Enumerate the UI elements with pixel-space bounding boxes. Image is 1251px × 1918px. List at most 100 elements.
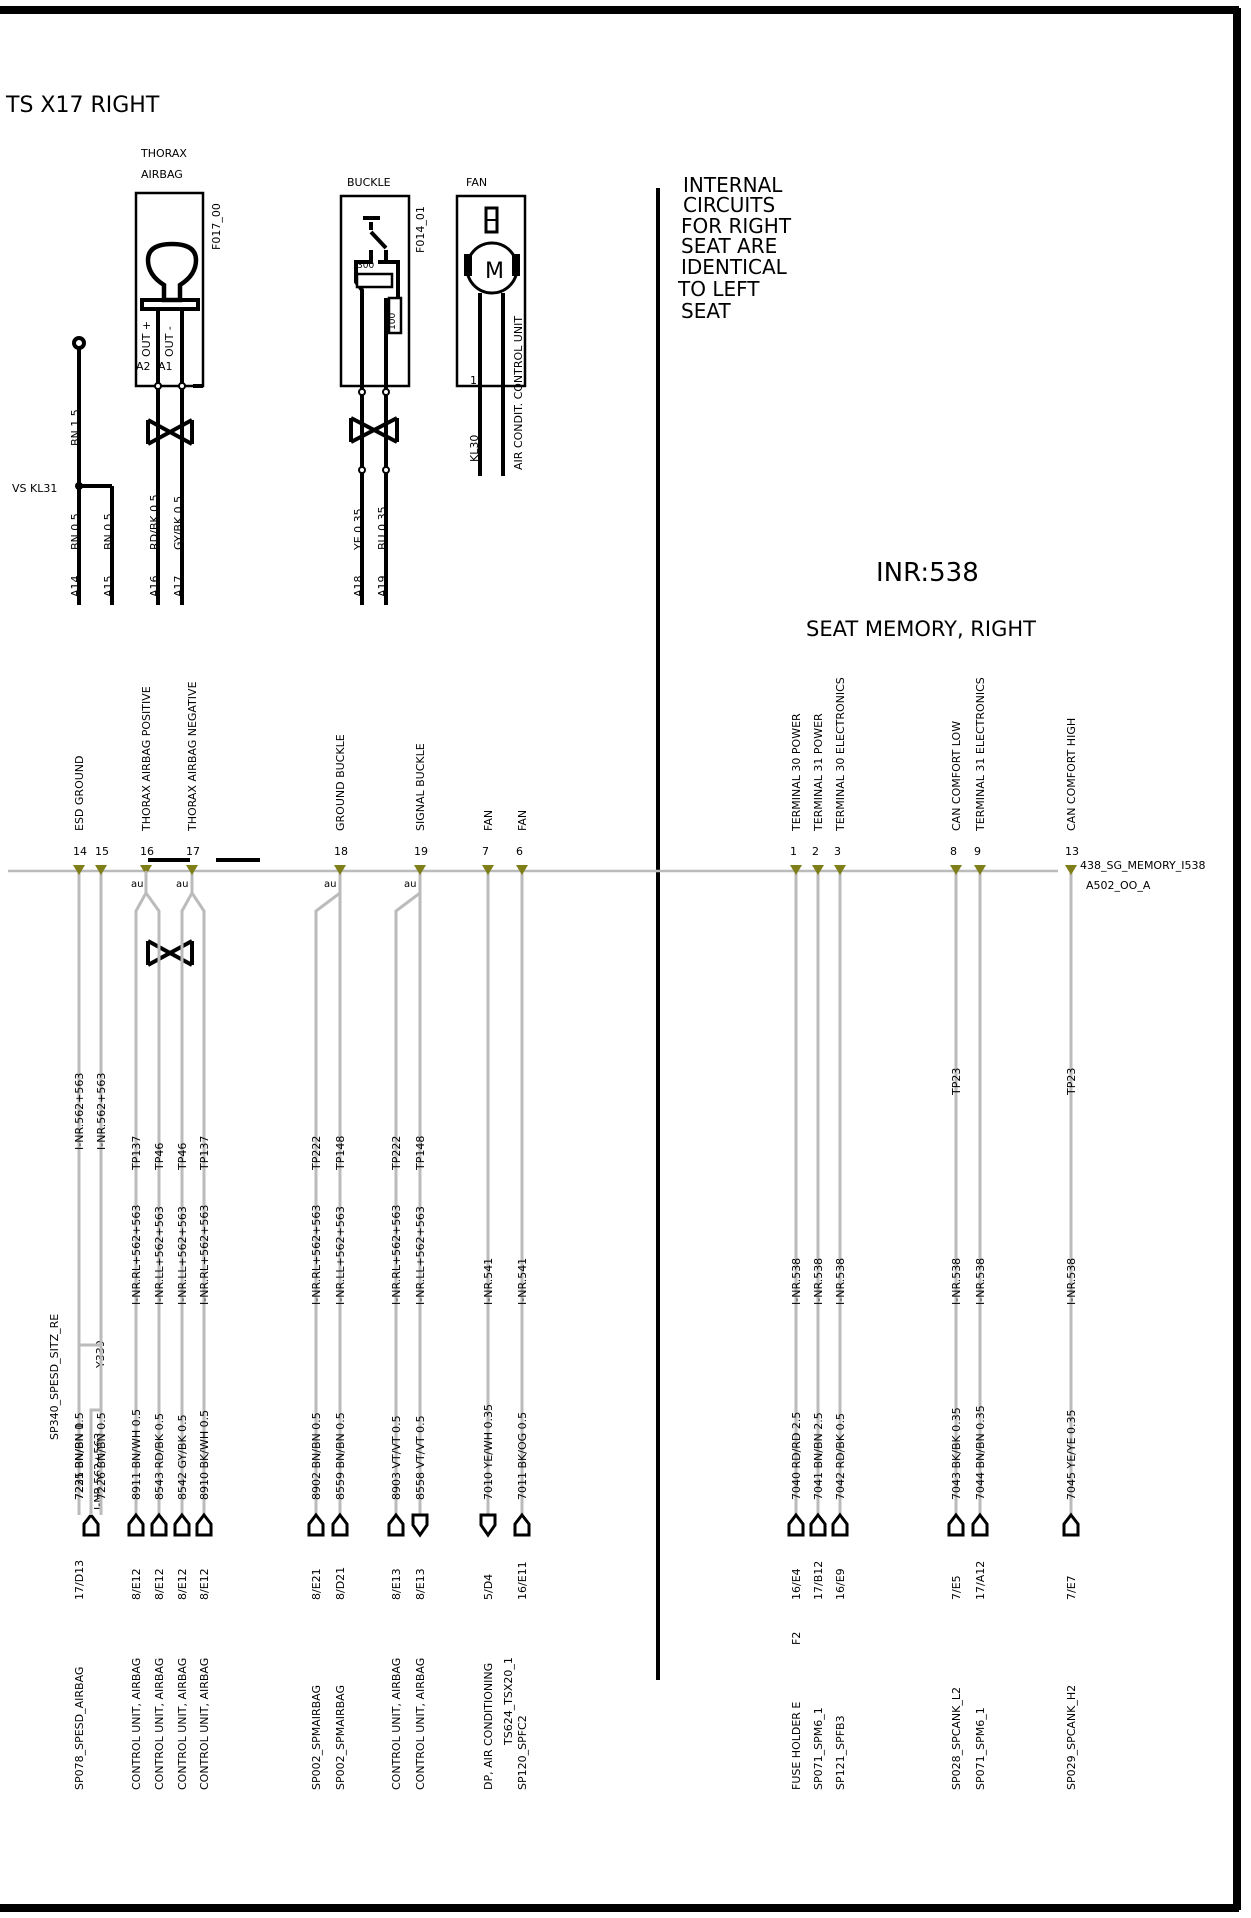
terminal-symbol xyxy=(971,1512,989,1537)
pin-function-label: FAN xyxy=(482,810,495,831)
location-label: 7/E5 xyxy=(950,1575,963,1600)
terminal-symbol xyxy=(831,1512,849,1537)
svg-text:au: au xyxy=(131,879,143,890)
destination-label: FUSE HOLDER E xyxy=(790,1702,803,1790)
harness-wire xyxy=(190,871,206,1515)
inr-label: I-NR.RL+562+563 xyxy=(130,1205,143,1305)
connector-sublabel: A502_OO_A xyxy=(1086,879,1151,892)
wire-label: 8910 BK/WH 0.5 xyxy=(198,1410,211,1500)
location-label: 17/B12 xyxy=(812,1561,825,1600)
inr-label: I-NR.LL+562+563 xyxy=(176,1206,189,1305)
svg-text:AIRBAG: AIRBAG xyxy=(141,168,183,181)
pin-function-label: TERMINAL 30 ELECTRONICS xyxy=(834,677,847,832)
wire-label: 8543 RD/BK 0.5 xyxy=(153,1413,166,1500)
destination-label: CONTROL UNIT, AIRBAG xyxy=(390,1658,403,1790)
svg-text:A1: A1 xyxy=(158,360,173,373)
svg-text:FAN: FAN xyxy=(466,176,487,189)
inr-label: I-NR.541 xyxy=(516,1258,529,1305)
pin-function-label: THORAX AIRBAG NEGATIVE xyxy=(186,681,199,832)
pin-function-label: TERMINAL 31 POWER xyxy=(812,713,825,832)
pin-marker xyxy=(790,865,802,875)
test-point-label: TP23 xyxy=(950,1068,963,1096)
test-point-label: TP46 xyxy=(153,1143,166,1171)
svg-text:BN 0.5: BN 0.5 xyxy=(102,513,115,550)
inr-label: I-NR.LL+562+563 xyxy=(334,1206,347,1305)
pin-marker xyxy=(414,865,426,875)
fan-component: FAN M 1 AIR CONDIT. CONTROL UNIT KL30 xyxy=(455,176,527,476)
svg-text:BN 1.5: BN 1.5 xyxy=(69,409,82,446)
svg-text:au: au xyxy=(324,879,336,890)
test-point-label: TP137 xyxy=(198,1136,211,1171)
terminal-symbol xyxy=(387,1512,405,1537)
wire-label: 7225 BN/BN 0.5 xyxy=(73,1412,86,1500)
pin-function-label: ESD GROUND xyxy=(73,756,86,831)
inr-label: I-NR.541 xyxy=(482,1258,495,1305)
svg-text:TO LEFT: TO LEFT xyxy=(677,277,760,301)
test-point-label: TP23 xyxy=(1065,1068,1078,1096)
location-label: 8/D21 xyxy=(334,1567,347,1600)
pin-marker xyxy=(73,865,85,875)
pin-marker xyxy=(834,865,846,875)
location-label: 8/E12 xyxy=(176,1568,189,1600)
inr-label: I-NR.538 xyxy=(812,1258,825,1305)
pin-number: 3 xyxy=(834,845,841,858)
twisted-pair-symbol xyxy=(146,939,194,967)
pin-marker xyxy=(482,865,494,875)
terminal-symbol xyxy=(82,1512,100,1537)
test-point-label: TP222 xyxy=(390,1136,403,1171)
svg-text:A14: A14 xyxy=(69,575,82,597)
buckle-component: BUCKLE 300 100 F014_01 xyxy=(339,176,427,388)
harness-wire xyxy=(144,871,161,1515)
wire-label: 8902 BN/BN 0.5 xyxy=(310,1412,323,1500)
wire-label-a19: BU 0.35 xyxy=(376,506,389,550)
terminal-symbol xyxy=(173,1512,191,1537)
destination-label: CONTROL UNIT, AIRBAG xyxy=(198,1658,211,1790)
splice-label: SP340_SPESD_SITZ_RE xyxy=(48,1314,61,1440)
destination-label: CONTROL UNIT, AIRBAG xyxy=(176,1658,189,1790)
pin-marker xyxy=(140,865,152,875)
destination-extra-label: F2 xyxy=(790,1632,803,1645)
svg-text:au: au xyxy=(176,879,188,890)
pin-marker xyxy=(1065,865,1077,875)
page-title: TS X17 RIGHT xyxy=(5,93,160,118)
destination-label: SP121_SPFB3 xyxy=(834,1715,847,1790)
connector-label: 438_SG_MEMORY_I538 xyxy=(1080,859,1206,872)
pin-marker xyxy=(950,865,962,875)
pin-function-label: SIGNAL BUCKLE xyxy=(414,743,427,831)
a-pin-labels: A14 A15 A16 A17 A18 A19 xyxy=(69,575,389,597)
inr-label: I-NR.538 xyxy=(974,1258,987,1305)
svg-text:A2: A2 xyxy=(136,360,151,373)
wire-label: 7042 RD/BK 0.5 xyxy=(834,1413,847,1500)
pin-function-label: TERMINAL 31 ELECTRONICS xyxy=(974,677,987,832)
upper-wire-bundle xyxy=(146,386,399,605)
pin-marker xyxy=(95,865,107,875)
pin-number: 1 xyxy=(790,845,797,858)
terminal-symbol xyxy=(479,1513,497,1538)
svg-text:BUCKLE: BUCKLE xyxy=(347,176,391,189)
pin-number: 2 xyxy=(812,845,819,858)
inr-label: I-NR.RL+562+563 xyxy=(390,1205,403,1305)
svg-text:1: 1 xyxy=(470,374,477,387)
destination-label: CONTROL UNIT, AIRBAG xyxy=(414,1658,427,1790)
svg-text:THORAX: THORAX xyxy=(140,147,187,160)
pin-function-label: GROUND BUCKLE xyxy=(334,734,347,831)
thorax-airbag-component: THORAX AIRBAG F017_00 OUT + OUT - A2 A1 xyxy=(134,147,223,388)
terminal-symbol xyxy=(411,1513,429,1538)
svg-text:A15: A15 xyxy=(102,575,115,597)
terminal-symbol xyxy=(513,1512,531,1537)
module-name: SEAT MEMORY, RIGHT xyxy=(806,617,1036,641)
pin-function-label: TERMINAL 30 POWER xyxy=(790,713,803,832)
terminal-symbol xyxy=(307,1512,325,1537)
pin-number: 19 xyxy=(414,845,428,858)
pin-number: 8 xyxy=(950,845,957,858)
svg-text:M: M xyxy=(485,259,504,284)
svg-text:au: au xyxy=(404,879,416,890)
inr-label: I-NR.538 xyxy=(834,1258,847,1305)
pin-number: 13 xyxy=(1065,845,1079,858)
note-text: INTERNAL CIRCUITS FOR RIGHT SEAT ARE IDE… xyxy=(677,173,792,323)
test-point-label: TP46 xyxy=(176,1143,189,1171)
destination-label: SP071_SPM6_1 xyxy=(974,1707,987,1790)
ground-wiring: VS KL31 BN 1.5 BN 0.5 BN 0.5 xyxy=(12,336,115,605)
